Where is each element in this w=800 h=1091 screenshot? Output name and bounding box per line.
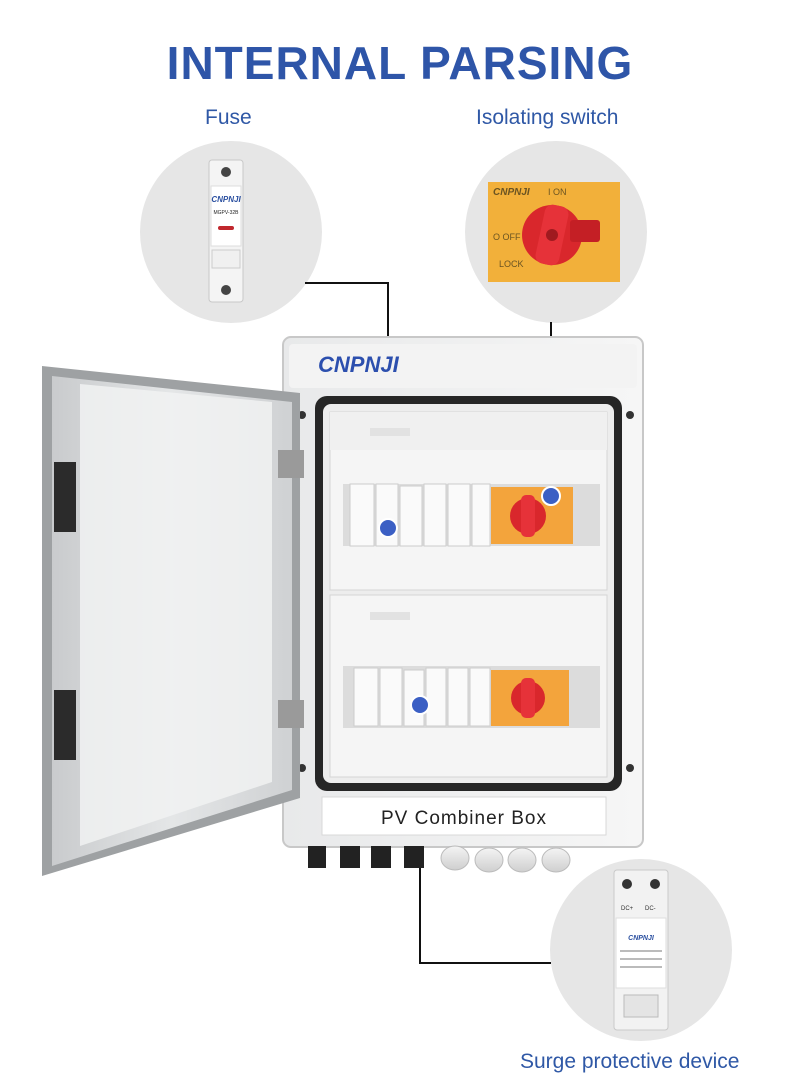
fuse-brand: CNPNJI	[211, 195, 241, 204]
isolating-switch-callout-label: Isolating switch	[476, 106, 619, 129]
switch-closeup: CNPNJI I ON O OFF LOCK	[488, 182, 620, 282]
spd-brand: CNPNJI	[628, 935, 655, 942]
fuse-closeup: CNPNJI MGPV-32B	[208, 159, 244, 303]
spd-marker-dot	[410, 695, 430, 715]
page-title: INTERNAL PARSING	[166, 37, 634, 89]
surge-device-callout-label: Surge protective device	[520, 1050, 740, 1073]
switch-on-label: I ON	[548, 187, 567, 197]
enclosure: CNPNJI	[282, 336, 644, 873]
fuse-marker-dot	[378, 518, 398, 538]
fuse-model: MGPV-32B	[213, 210, 239, 216]
nameplate-label: PV Combiner Box	[381, 808, 547, 829]
switch-plate-brand: CNPNJI	[493, 187, 530, 198]
switch-off-label: O OFF	[493, 232, 521, 242]
enclosure-brand: CNPNJI	[318, 352, 400, 377]
transparent-door	[42, 366, 304, 876]
fuse-callout-label: Fuse	[205, 106, 252, 129]
switch-lock-label: LOCK	[499, 259, 524, 269]
spd-right-pole: DC-	[645, 906, 656, 912]
spd-left-pole: DC+	[621, 906, 634, 912]
spd-closeup: DC+ DC- CNPNJI	[613, 869, 669, 1031]
switch-marker-dot	[541, 486, 561, 506]
